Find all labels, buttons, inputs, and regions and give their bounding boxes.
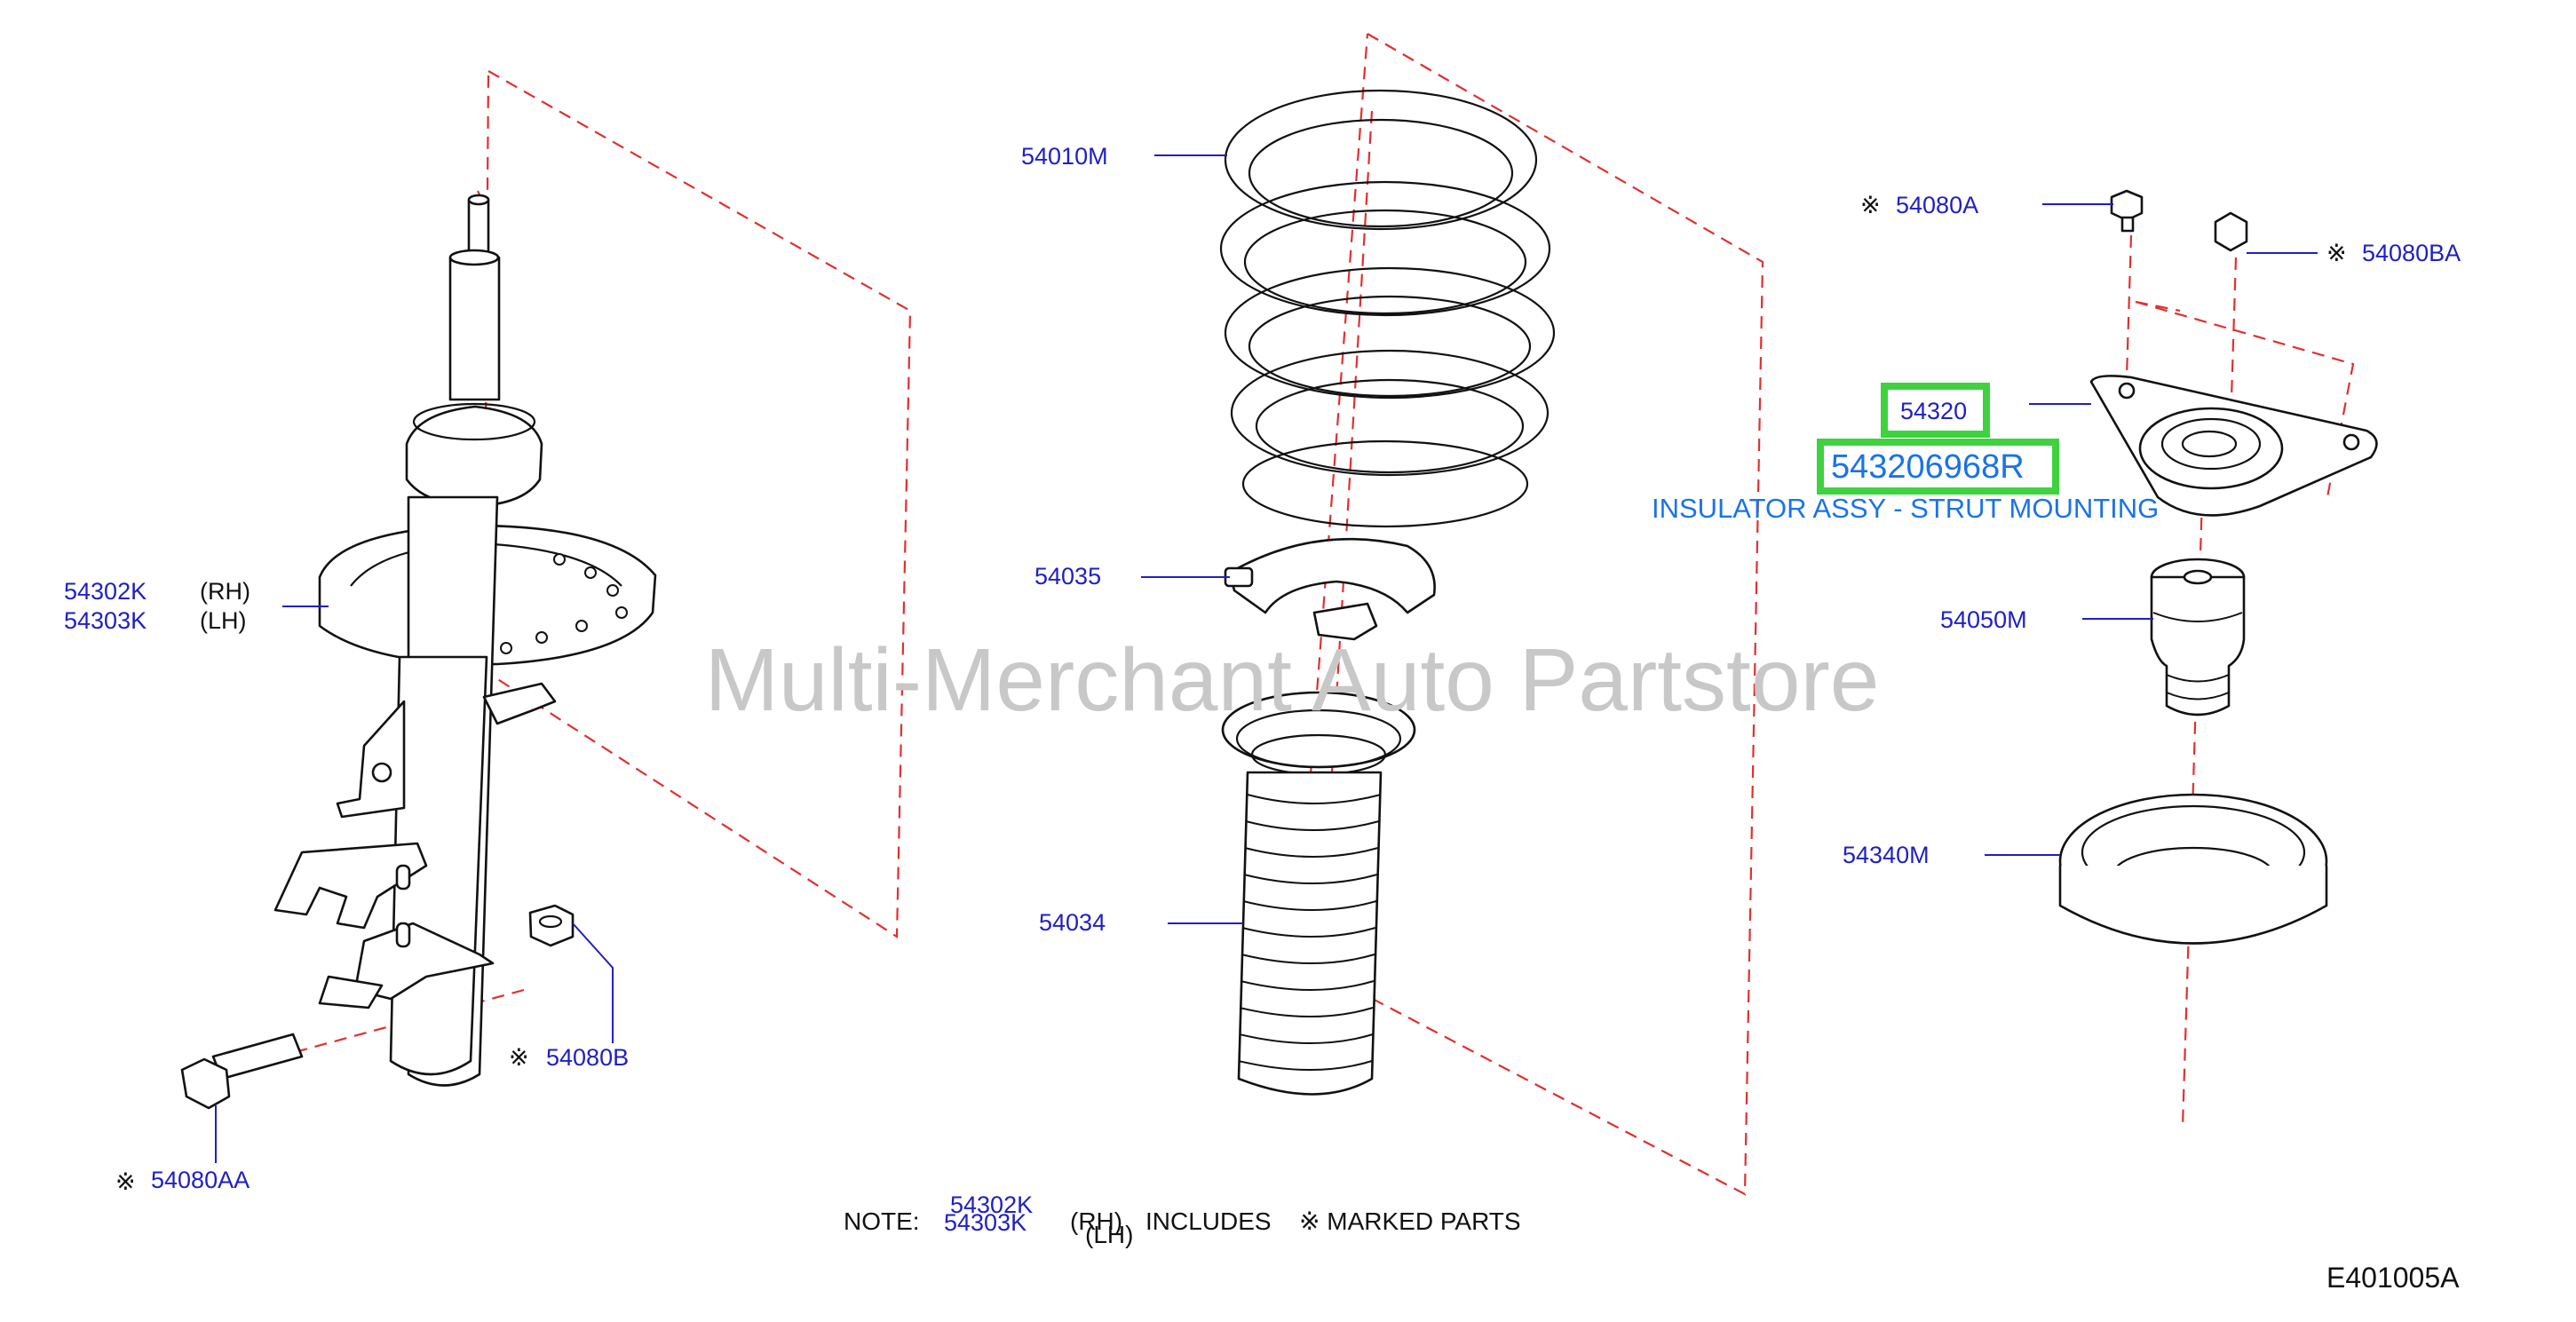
note-includes: INCLUDES: [1145, 1207, 1272, 1235]
note-lh: (LH): [1085, 1221, 1133, 1248]
label-54080BA: 54080BA: [2362, 240, 2461, 266]
label-54080AA: 54080AA: [151, 1167, 250, 1193]
label-54080B: 54080B: [546, 1044, 629, 1071]
label-54010M: 54010M: [1021, 143, 1108, 170]
part-labels: 54010M 54035 54034 54302K (RH) 54303K (L…: [64, 143, 2461, 1195]
label-54302K: 54302K: [64, 578, 147, 605]
note-part-rh: 54302K: [950, 1191, 1033, 1218]
note-marked-parts: ※ MARKED PARTS: [1299, 1207, 1521, 1235]
label-rh: (RH): [200, 578, 250, 605]
highlighted-part[interactable]: 54320 543206968R INSULATOR ASSY - STRUT …: [1652, 383, 2159, 524]
label-54035: 54035: [1034, 563, 1101, 590]
label-54034: 54034: [1039, 909, 1106, 936]
leader-lines: [215, 154, 2318, 1163]
note-part-lh: 54303K: [944, 1209, 1026, 1236]
note-rh: (RH): [1070, 1207, 1122, 1235]
mark-symbol-54080A: ※: [1860, 192, 1881, 218]
diagram-code: E401005A: [2326, 1262, 2460, 1294]
highlight-description: INSULATOR ASSY - STRUT MOUNTING: [1652, 493, 2159, 524]
strut-assembly-drawing: [180, 194, 657, 1110]
label-54303K: 54303K: [64, 607, 147, 634]
label-54340M: 54340M: [1843, 842, 1930, 868]
note-prefix: NOTE:: [844, 1207, 920, 1235]
highlight-ref-number[interactable]: 54320: [1900, 398, 1967, 424]
strut-mount-drawing: [2058, 189, 2378, 945]
dust-boot-drawing: [1221, 691, 1416, 1096]
footnote: NOTE: 54302K 54303K (RH) (LH) INCLUDES ※…: [844, 1191, 1521, 1248]
label-54080A: 54080A: [1896, 192, 1978, 218]
mark-symbol-54080BA: ※: [2326, 240, 2347, 266]
label-54050M: 54050M: [1940, 606, 2027, 633]
label-lh: (LH): [200, 607, 247, 634]
spring-seat-drawing: [1224, 537, 1436, 641]
coil-spring-drawing: [1219, 89, 1556, 528]
highlight-part-number[interactable]: 543206968R: [1831, 448, 2025, 486]
watermark-text: Multi-Merchant Auto Partstore: [705, 630, 1880, 730]
mark-symbol-54080AA: ※: [115, 1168, 136, 1195]
mark-symbol-54080B: ※: [509, 1044, 529, 1071]
